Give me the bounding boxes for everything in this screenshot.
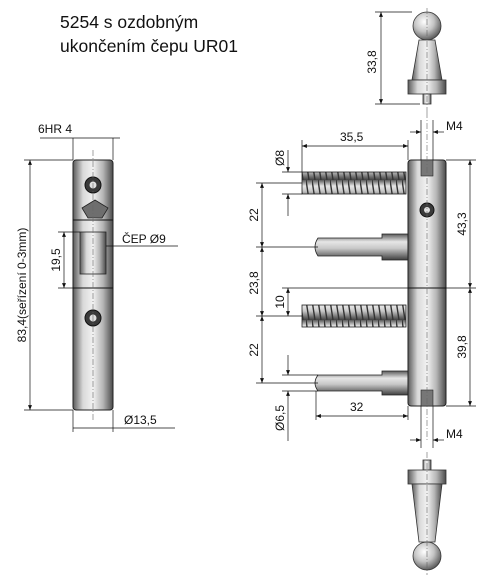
dim-thread-top: M4 — [410, 119, 463, 160]
dim-spacing-top-label: 22 — [247, 208, 261, 222]
dim-spacing-middle-label: 23,8 — [247, 271, 261, 295]
dim-screw-diameter-label: Ø8 — [273, 150, 287, 166]
title-line-2: ukončením čepu UR01 — [60, 36, 239, 56]
dim-finial-height-label: 33,8 — [365, 50, 379, 74]
front-view — [301, 112, 447, 440]
dim-screw-diameter: Ø8 — [273, 150, 302, 216]
dim-spacing-bottom-label: 22 — [247, 343, 261, 357]
dim-pin: ČEP Ø9 — [106, 231, 178, 247]
dim-pin-diameter-small: Ø6,5 — [273, 355, 318, 441]
dim-thread-bottom: M4 — [410, 406, 463, 448]
dim-total-length: 83,4(seřízení 0-3mm) — [15, 159, 73, 411]
dim-thread-bottom-label: M4 — [446, 427, 463, 441]
dim-gap: 10 — [273, 287, 408, 316]
dim-hex-label: 6HR 4 — [38, 122, 72, 136]
dim-thread-top-label: M4 — [446, 119, 463, 133]
title-line-1: 5254 s ozdobným — [60, 12, 199, 32]
dim-upper-length-label: 43,3 — [455, 212, 469, 236]
top-finial — [407, 8, 447, 112]
dim-pin-label: ČEP Ø9 — [122, 231, 166, 246]
bottom-finial — [407, 452, 447, 575]
dim-screw-length-label: 35,5 — [340, 130, 364, 144]
dim-screw-length: 35,5 — [301, 130, 409, 172]
dim-body-diameter-label: Ø13,5 — [124, 413, 157, 427]
dim-pin-offset-label: 19,5 — [49, 248, 63, 272]
dim-spacing-bottom: 22 — [247, 316, 318, 384]
dim-upper-length: 43,3 — [446, 159, 476, 289]
dim-hex: 6HR 4 — [38, 122, 120, 160]
dim-pin-length: 32 — [315, 391, 409, 420]
dim-pin-diameter-small-label: Ø6,5 — [273, 405, 287, 431]
dim-lower-length: 39,8 — [446, 288, 476, 407]
side-view — [72, 150, 114, 420]
dim-gap-label: 10 — [273, 295, 287, 309]
dim-lower-length-label: 39,8 — [455, 335, 469, 359]
dim-total-length-label: 83,4(seřízení 0-3mm) — [15, 228, 29, 343]
dim-finial-height: 33,8 — [365, 11, 420, 105]
dim-pin-length-label: 32 — [350, 400, 364, 414]
dim-body-diameter: Ø13,5 — [72, 410, 175, 432]
dim-spacing-top: 22 — [247, 182, 318, 248]
dim-pin-offset: 19,5 — [49, 231, 80, 289]
